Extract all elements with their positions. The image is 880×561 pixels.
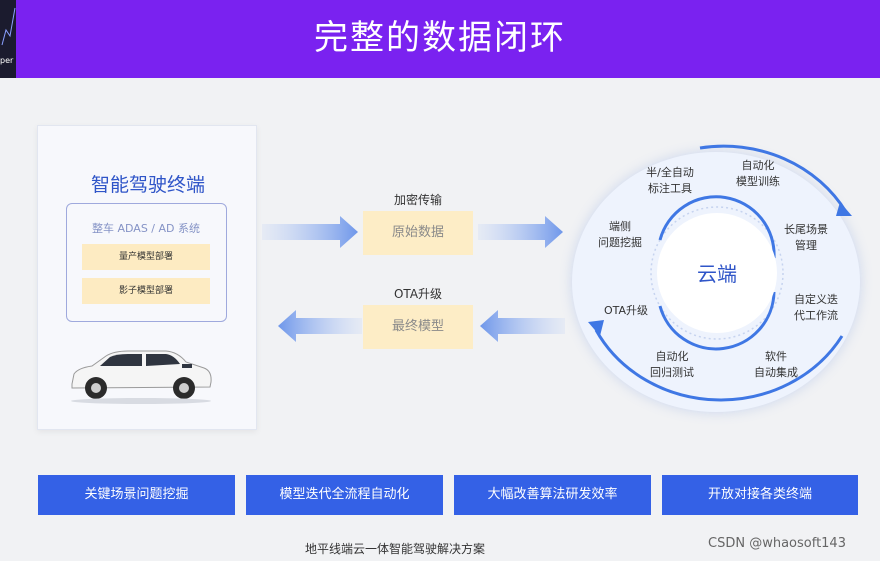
cloud-item-edge-mining: 端侧 问题挖掘 [598, 220, 642, 249]
smart-driving-terminal-panel: 智能驾驶终端 整车 ADAS / AD 系统 量产模型部署 影子模型部署 [37, 125, 257, 430]
csdn-watermark: CSDN @whaosoft143 [708, 536, 846, 551]
corner-mark: per [0, 56, 14, 65]
cloud-item-software-integration: 软件 自动集成 [754, 350, 798, 379]
corner-graph-icon [1, 7, 16, 46]
feature-efficiency: 大幅改善算法研发效率 [454, 475, 651, 515]
header-banner: per 完整的数据闭环 [0, 0, 880, 78]
raw-data-box: 原始数据 [363, 211, 473, 255]
feature-scene-mining: 关键场景问题挖掘 [38, 475, 235, 515]
vehicle-system-title: 整车 ADAS / AD 系统 [92, 222, 200, 235]
terminal-title: 智能驾驶终端 [90, 174, 205, 196]
header-corner-thumbnail: per [0, 0, 16, 78]
cloud-item-regression-test: 自动化 回归测试 [650, 350, 694, 379]
final-model-box: 最终模型 [363, 305, 473, 349]
footer-caption: 地平线端云一体智能驾驶解决方案 [304, 542, 485, 556]
cloud-core [657, 213, 777, 333]
download-arrow-right [480, 310, 565, 342]
cloud-item-long-tail: 长尾场景 管理 [784, 223, 828, 252]
cloud-item-annotation-tool: 半/全自动 标注工具 [646, 166, 694, 195]
cloud-item-custom-workflow: 自定义迭 代工作流 [794, 293, 838, 322]
cloud-label: 云端 [697, 262, 737, 286]
page-title: 完整的数据闭环 [314, 18, 566, 58]
feature-open-terminals: 开放对接各类终端 [662, 475, 858, 515]
cloud-item-ota: OTA升级 [603, 304, 649, 317]
production-model-tag: 量产模型部署 [82, 244, 210, 270]
feature-model-iteration: 模型迭代全流程自动化 [246, 475, 443, 515]
cloud-arrow-head-bottom [588, 320, 604, 336]
ota-upgrade-label: OTA升级 [393, 287, 443, 301]
car-image [71, 350, 212, 404]
shadow-model-tag: 影子模型部署 [82, 278, 210, 304]
encrypted-transfer-label: 加密传输 [393, 193, 442, 207]
cloud-arrow-head-top [836, 202, 852, 216]
upload-arrow-right [478, 216, 563, 248]
download-arrow-left [278, 310, 362, 342]
cloud-item-auto-training: 自动化 模型训练 [736, 159, 780, 188]
vehicle-system-box: 整车 ADAS / AD 系统 量产模型部署 影子模型部署 [66, 203, 227, 322]
upload-arrow-left [262, 216, 358, 248]
